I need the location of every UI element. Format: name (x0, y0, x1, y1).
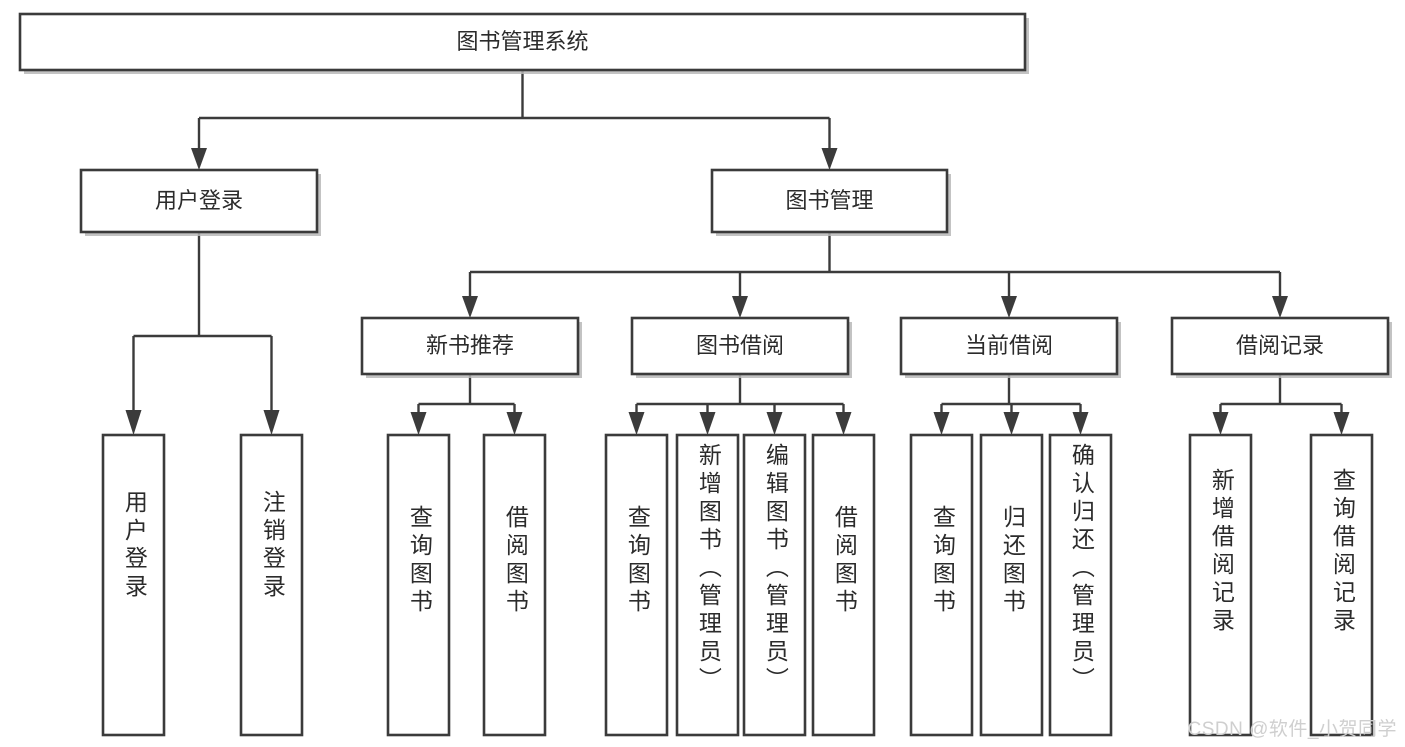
arrow-head-root-to-user-login (191, 148, 207, 170)
leaf-box-query-book-recommend[interactable] (386, 433, 451, 737)
leaf-box-borrow-book-recommend[interactable] (482, 433, 547, 737)
node-user-login[interactable]: 用户登录 (79, 168, 321, 236)
book-borrow-box[interactable] (630, 316, 850, 376)
node-root-book-management-system[interactable]: 图书管理系统 (18, 12, 1029, 74)
leaf-box-add-borrow-record[interactable] (1188, 433, 1253, 737)
leaf-box-query-borrow-record[interactable] (1309, 433, 1374, 737)
arrow-head-book-borrow-to-leaf-2 (699, 412, 716, 435)
arrow-head-user-login-to-leaf-1 (125, 410, 142, 435)
arrow-head-borrow-record-to-leaf-1 (1212, 412, 1229, 435)
connector-group-user-login (125, 232, 280, 435)
root-label: 图书管理系统 (456, 29, 588, 54)
leaf-box-query-book-borrow[interactable] (604, 433, 669, 737)
current-borrow-box[interactable] (899, 316, 1119, 376)
node-book-management[interactable]: 图书管理 (710, 168, 951, 236)
arrow-head-book-manage-to-borrow (732, 296, 748, 318)
book-management-box[interactable] (710, 168, 949, 234)
arrow-head-user-login-to-leaf-2 (263, 410, 280, 435)
current-borrow-label: 当前借阅 (965, 333, 1053, 358)
leaf-box-add-book-admin[interactable] (675, 433, 740, 737)
connector-group-book-manage (462, 232, 1288, 318)
leaf-box-edit-book-admin[interactable] (742, 433, 807, 737)
user-login-label: 用户登录 (155, 188, 243, 213)
arrow-head-new-book-to-leaf-1 (410, 412, 427, 435)
arrow-head-root-to-book-manage (821, 148, 838, 170)
borrow-record-box[interactable] (1170, 316, 1390, 376)
new-book-recommend-label: 新书推荐 (426, 333, 514, 358)
arrow-head-book-manage-to-new-book (462, 296, 478, 318)
connector-group-current-borrow (933, 374, 1089, 435)
connector-group-new-book (410, 374, 523, 435)
arrow-head-borrow-record-to-leaf-2 (1333, 412, 1350, 435)
connector-group-book-borrow (628, 374, 852, 435)
new-book-recommend-box[interactable] (360, 316, 580, 376)
leaf-box-user-login[interactable] (101, 433, 166, 737)
root-box[interactable] (18, 12, 1027, 72)
arrow-head-book-manage-to-record (1272, 296, 1288, 318)
leaf-box-return-book[interactable] (979, 433, 1044, 737)
arrow-head-new-book-to-leaf-2 (506, 412, 523, 435)
arrow-head-book-manage-to-current (1001, 296, 1017, 318)
connector-group-borrow-record (1212, 374, 1350, 435)
node-current-borrow[interactable]: 当前借阅 (899, 316, 1121, 378)
node-borrow-record[interactable]: 借阅记录 (1170, 316, 1392, 378)
leaf-box-borrow-book[interactable] (811, 433, 876, 737)
node-book-borrow[interactable]: 图书借阅 (630, 316, 852, 378)
arrow-head-book-borrow-to-leaf-4 (835, 412, 852, 435)
node-new-book-recommend[interactable]: 新书推荐 (360, 316, 582, 378)
arrow-head-current-borrow-to-leaf-1 (933, 412, 950, 435)
borrow-record-label: 借阅记录 (1236, 333, 1324, 358)
leaf-box-logout[interactable] (239, 433, 304, 737)
leaf-box-group (101, 433, 1374, 737)
book-management-label: 图书管理 (785, 188, 873, 213)
arrow-head-current-borrow-to-leaf-3 (1072, 412, 1089, 435)
csdn-watermark: CSDN @软件_小贺同学 (1187, 719, 1397, 740)
book-borrow-label: 图书借阅 (696, 333, 784, 358)
arrow-head-book-borrow-to-leaf-1 (628, 412, 645, 435)
arrow-head-current-borrow-to-leaf-2 (1003, 412, 1020, 435)
arrow-head-book-borrow-to-leaf-3 (766, 412, 783, 435)
connector-group-root (191, 70, 838, 170)
leaf-box-confirm-return-admin[interactable] (1048, 433, 1113, 737)
leaf-box-query-book-current[interactable] (909, 433, 974, 737)
user-login-box[interactable] (79, 168, 319, 234)
